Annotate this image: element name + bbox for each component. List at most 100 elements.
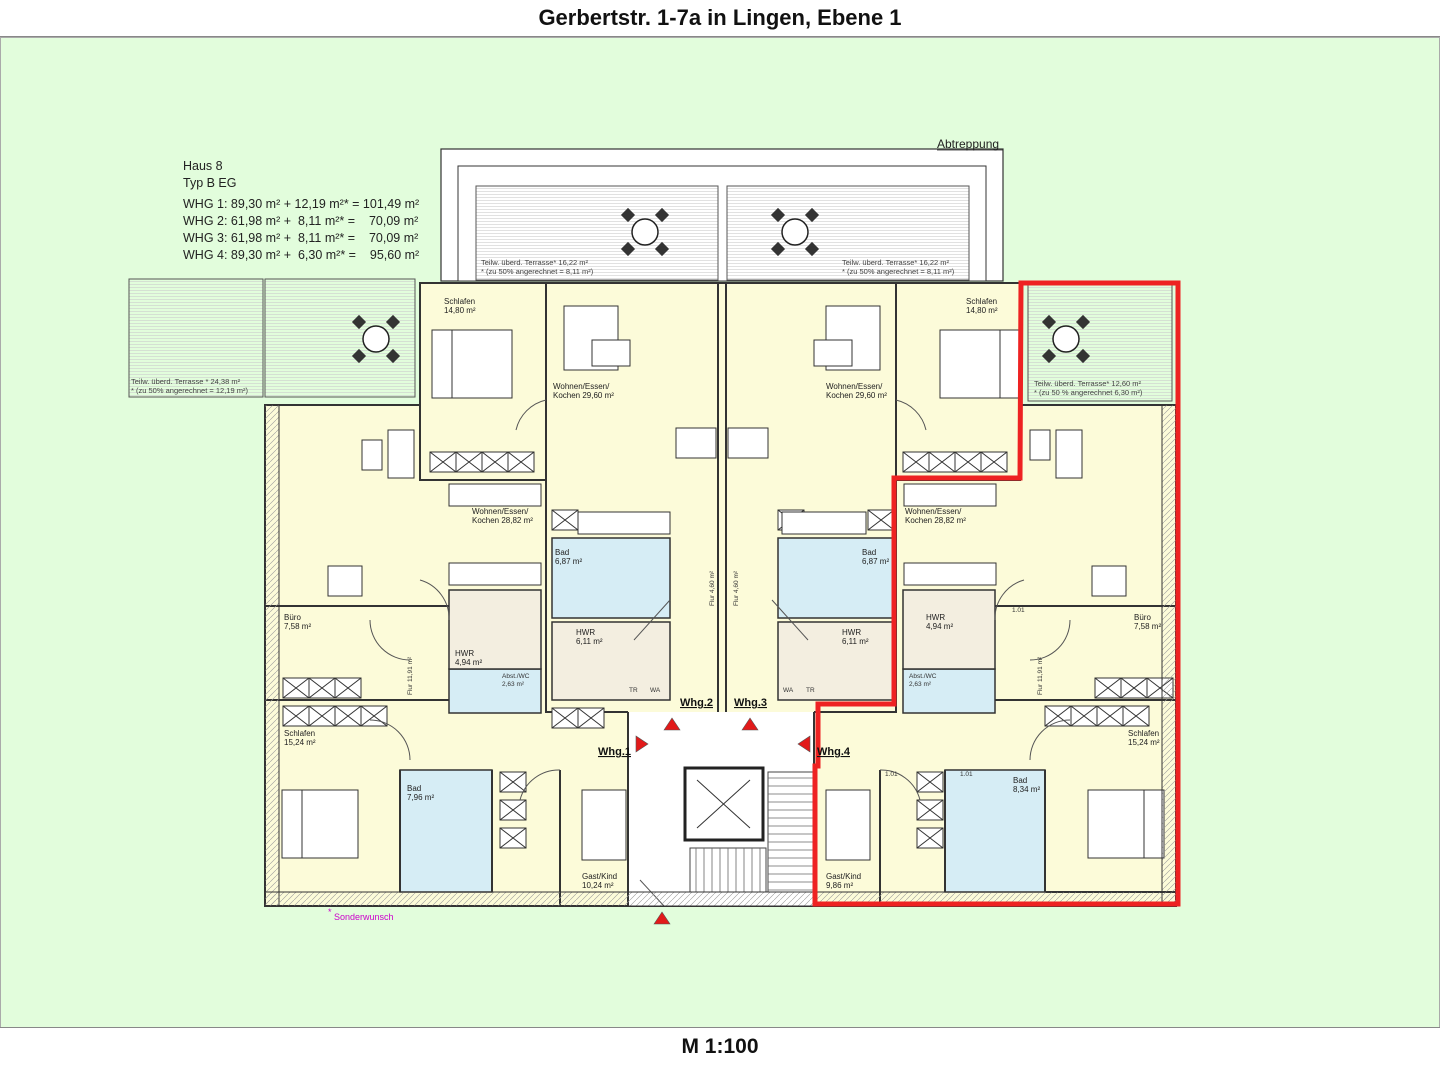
- schlafen-tr-area: 14,80 m²: [966, 306, 998, 315]
- abst4-area: 2,63 m²: [909, 681, 932, 688]
- terrace-left-line2: * (zu 50% angerechnet = 12,19 m²): [131, 386, 248, 395]
- elevator-cross: [696, 779, 751, 829]
- schlafen4-area: 15,24 m²: [1128, 738, 1160, 747]
- furniture: [281, 305, 1165, 861]
- abst-1: [448, 668, 542, 714]
- flur1-label: Flur 11,91 m²: [407, 656, 414, 695]
- schlafen-tl-area: 14,80 m²: [444, 306, 476, 315]
- unit-4-highlight: [812, 280, 1181, 907]
- sonderwunsch-asterisk: *: [328, 907, 332, 917]
- hwr3-name: HWR: [842, 628, 861, 637]
- small-labels: Abst./WC 2,63 m² Abst./WC 2,63 m² TR WA …: [407, 570, 1044, 778]
- title-bar: Gerbertstr. 1-7a in Lingen, Ebene 1: [0, 0, 1440, 37]
- terrace-left-covered: [264, 278, 416, 398]
- schlafen4-name: Schlafen: [1128, 729, 1159, 738]
- wohnen2-area: Kochen 29,60 m²: [553, 391, 614, 400]
- terrace-left-line1: Teilw. überd. Terrasse * 24,38 m²: [131, 377, 241, 386]
- hwr-2: [551, 621, 671, 701]
- terrace-top-right-line1: Teilw. überd. Terrasse* 16,22 m²: [842, 258, 949, 267]
- bad-3: [777, 537, 895, 619]
- whg3-label: Whg.3: [734, 697, 767, 709]
- scale-label: M 1:100: [681, 1034, 759, 1058]
- hwr-3: [777, 621, 895, 701]
- buero4-name: Büro: [1134, 613, 1151, 622]
- bad2-area: 6,87 m²: [555, 557, 582, 566]
- hwr3-area: 6,11 m²: [842, 637, 869, 646]
- sonderwunsch-label: Sonderwunsch: [334, 912, 394, 922]
- hwr2-name: HWR: [576, 628, 595, 637]
- terrace-labels: Teilw. überd. Terrasse * 24,38 m² * (zu …: [131, 258, 1143, 397]
- terrace-top-left-line1: Teilw. überd. Terrasse* 16,22 m²: [481, 258, 588, 267]
- wa-label-3: WA: [783, 687, 794, 694]
- whg2-label: Whg.2: [680, 697, 713, 709]
- wohnen2-name: Wohnen/Essen/: [553, 382, 610, 391]
- unit-labels: Whg.1 Whg.2 Whg.3 Whg.4: [598, 697, 851, 758]
- footer-bar: M 1:100: [0, 1027, 1440, 1065]
- flur3-label: Flur 4,60 m²: [733, 570, 740, 606]
- wohnen4-area: Kochen 28,82 m²: [905, 516, 966, 525]
- unit-row-3: WHG 3: 61,98 m² + 8,11 m²* = 70,09 m²: [183, 231, 419, 245]
- stair-treads: [695, 777, 814, 892]
- flur2-label: Flur 4,60 m²: [709, 570, 716, 606]
- unit-row-4: WHG 4: 89,30 m² + 6,30 m²* = 95,60 m²: [183, 248, 420, 262]
- page-title: Gerbertstr. 1-7a in Lingen, Ebene 1: [538, 5, 902, 30]
- hwr1-area: 4,94 m²: [455, 658, 482, 667]
- hwr-4: [902, 589, 996, 670]
- schlafen-tr-name: Schlafen: [966, 297, 997, 306]
- hwr4-name: HWR: [926, 613, 945, 622]
- gast1-name: Gast/Kind: [582, 872, 617, 881]
- unit-row-2: WHG 2: 61,98 m² + 8,11 m²* = 70,09 m²: [183, 214, 419, 228]
- gast4-name: Gast/Kind: [826, 872, 861, 881]
- terrace-right: [1027, 282, 1173, 402]
- terrace-left: [128, 278, 264, 398]
- wohnen4-name: Wohnen/Essen/: [905, 507, 962, 516]
- wohnen1-name: Wohnen/Essen/: [472, 507, 529, 516]
- bad3-area: 6,87 m²: [862, 557, 889, 566]
- type-label: Typ B EG: [183, 176, 237, 190]
- entry-markers: [635, 717, 811, 925]
- whg4-label: Whg.4: [817, 746, 851, 758]
- unit-summary: Haus 8 Typ B EG WHG 1: 89,30 m² + 12,19 …: [183, 158, 419, 264]
- room-labels: Schlafen 14,80 m² Schlafen 14,80 m² Wohn…: [284, 297, 1161, 890]
- terrace-top-left: [475, 185, 719, 281]
- terrace-top-right-line2: * (zu 50% angerechnet = 8,11 m²): [842, 267, 955, 276]
- gast1-area: 10,24 m²: [582, 881, 614, 890]
- dim-2: 1.01: [885, 771, 898, 778]
- kitchen-counters: [448, 483, 997, 586]
- hwr-1: [448, 589, 542, 670]
- whg1-label: Whg.1: [598, 746, 631, 758]
- abst1-name: Abst./WC: [502, 673, 530, 680]
- buero1-area: 7,58 m²: [284, 622, 311, 631]
- bad4-name: Bad: [1013, 776, 1027, 785]
- hwr1-name: HWR: [455, 649, 474, 658]
- bad3-name: Bad: [862, 548, 876, 557]
- abst4-name: Abst./WC: [909, 673, 937, 680]
- tr-label-2: TR: [629, 687, 638, 694]
- wa-label-2: WA: [650, 687, 661, 694]
- terrace-top-left-line2: * (zu 50% angerechnet = 8,11 m²): [481, 267, 594, 276]
- abst1-area: 2,63 m²: [502, 681, 525, 688]
- bad2-name: Bad: [555, 548, 569, 557]
- tr-label-3: TR: [806, 687, 815, 694]
- bad4-area: 8,34 m²: [1013, 785, 1040, 794]
- buero4-area: 7,58 m²: [1134, 622, 1161, 631]
- flur4-label: Flur 11,91 m²: [1037, 656, 1044, 695]
- bad1-name: Bad: [407, 784, 421, 793]
- bad-2: [551, 537, 671, 619]
- abtreppung-label: Abtreppung: [937, 137, 999, 151]
- buero1-name: Büro: [284, 613, 301, 622]
- terrace-right-line2: * (zu 50 % angerechnet 6,30 m²): [1034, 388, 1143, 397]
- gast4-area: 9,86 m²: [826, 881, 853, 890]
- wohnen3-name: Wohnen/Essen/: [826, 382, 883, 391]
- dim-3: 1.01: [960, 771, 973, 778]
- schlafen1-name: Schlafen: [284, 729, 315, 738]
- house-label: Haus 8: [183, 159, 223, 173]
- bad-4: [944, 769, 1046, 893]
- terrace-right-line1: Teilw. überd. Terrasse* 12,60 m²: [1034, 379, 1141, 388]
- wohnen3-area: Kochen 29,60 m²: [826, 391, 887, 400]
- terrace-top-right: [726, 185, 970, 281]
- hwr2-area: 6,11 m²: [576, 637, 603, 646]
- bad1-area: 7,96 m²: [407, 793, 434, 802]
- dim-1: 1.01: [1012, 607, 1025, 614]
